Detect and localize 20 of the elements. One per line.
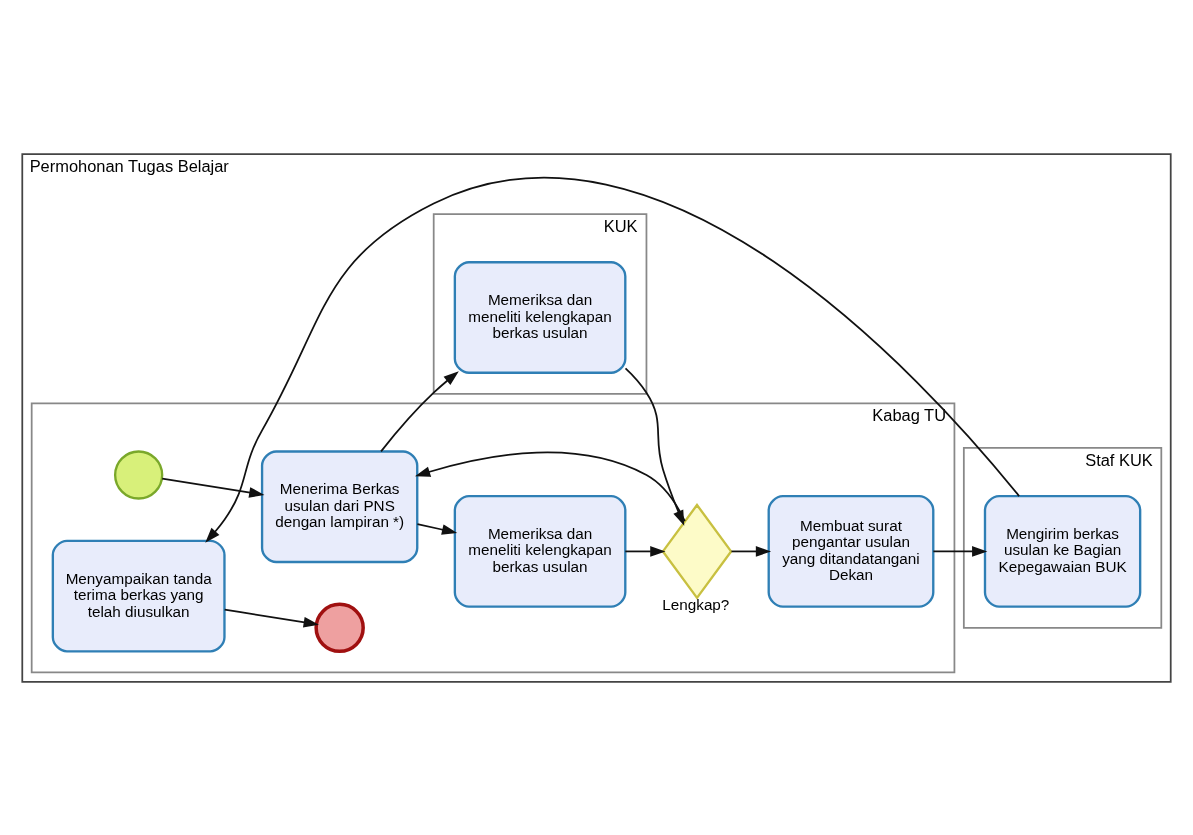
arrow bbox=[414, 451, 686, 522]
arrow bbox=[624, 545, 666, 557]
node-diamond bbox=[661, 502, 733, 600]
arrow bbox=[730, 545, 772, 557]
arrow bbox=[416, 522, 458, 535]
arrow bbox=[380, 370, 459, 452]
node-label: Lengkap? bbox=[662, 595, 730, 613]
node-box: Menyampaikan tanda terima berkas yang telah diusulkan bbox=[51, 539, 226, 652]
node-box: Membuat surat pengantar usulan yang ditandatangani Dekan bbox=[767, 494, 935, 608]
arrow bbox=[223, 608, 319, 628]
node-circle bbox=[314, 602, 365, 653]
node-box: Memeriksa dan meneliti kelengkapan berkas usulan bbox=[453, 494, 627, 608]
arrow bbox=[932, 545, 988, 557]
node-box: Memeriksa dan meneliti kelengkapan berkas usulan bbox=[453, 260, 627, 374]
arrow bbox=[161, 477, 265, 498]
arrow bbox=[205, 176, 1020, 543]
node-box: Menerima Berkas usulan dari PNS dengan lampiran *) bbox=[260, 449, 419, 563]
arrow bbox=[624, 367, 685, 526]
node-box: Mengirim berkas usulan ke Bagian Kepegawaian BUK bbox=[983, 494, 1142, 608]
node-circle bbox=[113, 449, 164, 500]
